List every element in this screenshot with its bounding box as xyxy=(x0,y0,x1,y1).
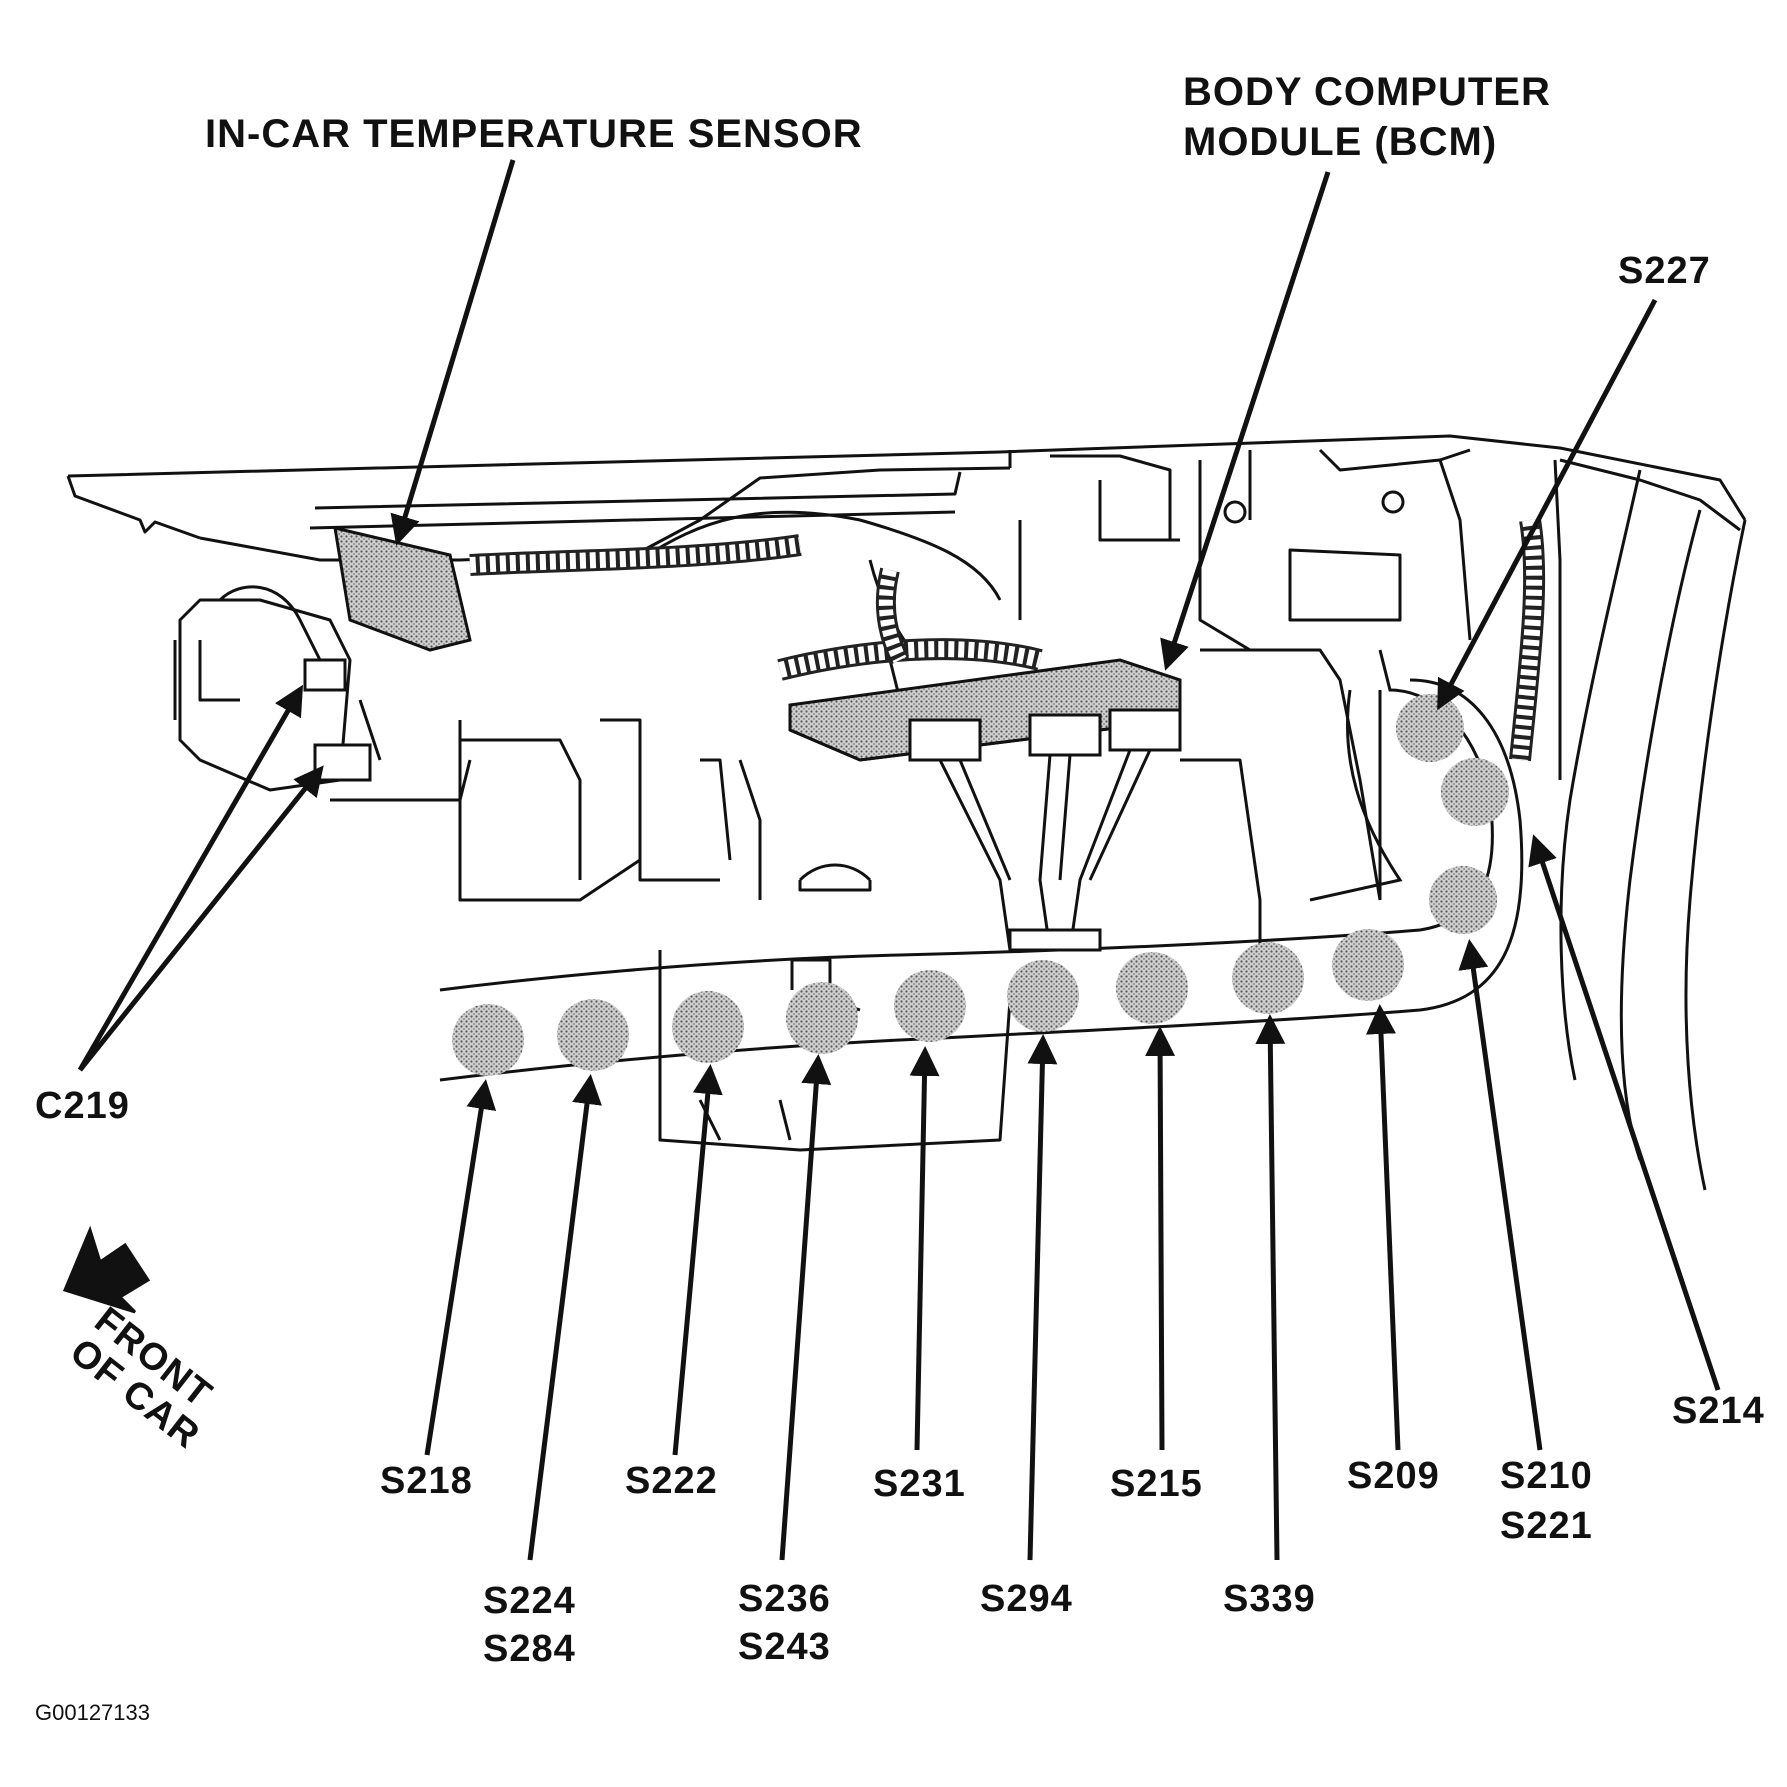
s284-label: S284 xyxy=(483,1628,576,1670)
in-car-temperature-sensor-label: IN-CAR TEMPERATURE SENSOR xyxy=(205,112,863,156)
c219-label: C219 xyxy=(35,1085,130,1127)
figure-code: G00127133 xyxy=(35,1700,150,1725)
temperature-sensor-plate xyxy=(333,526,472,652)
s294-label: S294 xyxy=(980,1578,1073,1620)
splice-spots xyxy=(452,694,1509,1076)
s222-label: S222 xyxy=(625,1460,718,1502)
bcm-label-line2: MODULE (BCM) xyxy=(1183,120,1498,164)
s218-label: S218 xyxy=(380,1460,473,1502)
s224-label: S224 xyxy=(483,1580,576,1622)
s339-label: S339 xyxy=(1223,1578,1316,1620)
bcm-module xyxy=(788,658,1182,952)
harness-rope xyxy=(469,518,1546,762)
dashboard-outline xyxy=(66,434,1747,1191)
s209-label: S209 xyxy=(1347,1455,1440,1497)
s243-label: S243 xyxy=(738,1626,831,1668)
s210-label: S210 xyxy=(1500,1455,1593,1497)
bcm-label-line1: BODY COMPUTER xyxy=(1183,70,1551,114)
callout-arrows xyxy=(77,159,1721,1561)
s221-label: S221 xyxy=(1500,1505,1593,1547)
front-of-car-arrow xyxy=(62,1225,151,1314)
s231-label: S231 xyxy=(873,1463,966,1505)
s215-label: S215 xyxy=(1110,1463,1203,1505)
s236-label: S236 xyxy=(738,1578,831,1620)
s227-label: S227 xyxy=(1618,250,1711,292)
c219-connectors xyxy=(218,585,382,782)
s214-label: S214 xyxy=(1672,1390,1765,1432)
